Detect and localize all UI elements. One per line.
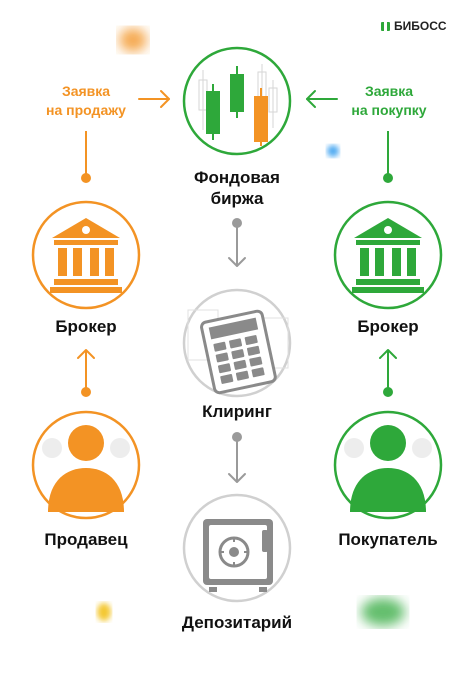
buyer-label: Покупатель: [338, 530, 438, 549]
broker-right-label: Брокер: [357, 317, 419, 336]
blur-decoration-blue: [327, 145, 339, 157]
sell-order-line2: на продажу: [46, 102, 126, 118]
safe-icon: [203, 519, 273, 592]
buy-order-line1: Заявка: [364, 83, 414, 99]
calculator-key: [220, 373, 234, 384]
buy-order-arrow: [306, 90, 338, 108]
clearing-label: Клиринг: [202, 402, 272, 421]
calculator-key: [244, 335, 258, 346]
buyer-top-connector: [383, 131, 393, 183]
seller-node: [31, 410, 141, 520]
calculator-key: [249, 356, 263, 367]
broker-left-label: Брокер: [55, 317, 117, 336]
person-icon: [48, 425, 124, 512]
brand-mark-icon: [381, 21, 390, 31]
sell-order-label: Заявка на продажу: [36, 82, 136, 120]
exchange-label-line2: биржа: [210, 189, 264, 208]
calculator-key: [251, 367, 265, 378]
blur-decoration-yellow: [97, 603, 111, 621]
calculator-key: [217, 363, 232, 374]
blur-decoration-orange: [119, 28, 147, 52]
buyer-node: [333, 410, 443, 520]
broker-left-node: [31, 200, 141, 310]
sell-order-arrow: [138, 90, 170, 108]
exchange-to-clearing-arrow: [228, 218, 246, 267]
brand-name: БИБОСС: [394, 19, 447, 33]
clearing-to-depository-arrow: [228, 432, 246, 483]
calculator-key: [233, 359, 247, 370]
blur-decoration-green: [361, 598, 405, 626]
calculator-key: [215, 352, 229, 363]
calculator-icon: [200, 309, 277, 395]
clearing-node: [182, 288, 292, 398]
person-icon: [350, 425, 426, 512]
buy-order-label: Заявка на покупку: [339, 82, 439, 120]
buyer-to-broker-arrow: [379, 349, 397, 397]
candlestick-chart-icon: [206, 66, 268, 146]
depository-node: [182, 493, 292, 603]
bank-building-icon: [352, 218, 424, 293]
exchange-node: [182, 46, 292, 156]
depository-label: Депозитарий: [181, 613, 293, 632]
calculator-key: [213, 341, 227, 352]
brand-logo: БИБОСС: [381, 18, 447, 34]
sell-order-line1: Заявка: [61, 83, 111, 99]
seller-label: Продавец: [44, 530, 128, 549]
calculator-key: [229, 338, 243, 349]
buy-order-line2: на покупку: [351, 102, 427, 118]
exchange-label-line1: Фондовая: [194, 168, 280, 187]
exchange-label: Фондовая биржа: [167, 167, 307, 209]
bank-building-icon: [50, 218, 122, 293]
calculator-key: [246, 345, 261, 356]
calculator-key: [235, 370, 249, 381]
calculator-key: [231, 349, 245, 360]
seller-top-connector: [81, 131, 91, 183]
seller-to-broker-arrow: [77, 349, 95, 397]
broker-right-node: [333, 200, 443, 310]
